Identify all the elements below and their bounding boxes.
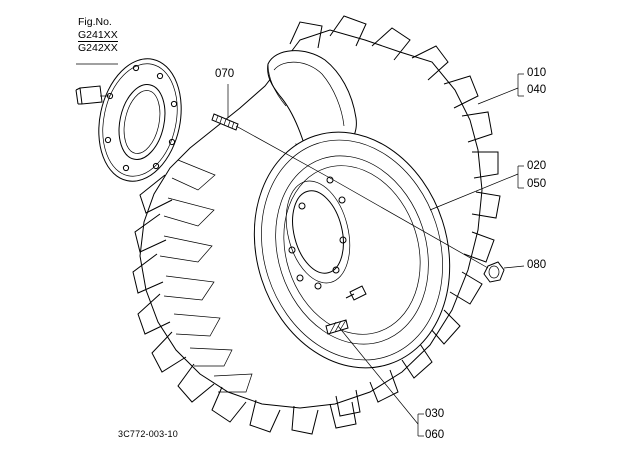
drawing-code: 3C772-003-10 <box>118 429 178 439</box>
part-label-030: 030 <box>425 408 445 420</box>
part-label-020: 020 <box>527 160 547 172</box>
part-label-050: 050 <box>527 178 547 190</box>
leader-lines <box>76 63 525 437</box>
figure-number-block: Fig.No. G241XX G242XX <box>78 16 118 55</box>
part-label-070: 070 <box>215 68 235 80</box>
part-label-060: 060 <box>425 429 445 441</box>
figure-number-2: G242XX <box>78 41 118 55</box>
part-label-040: 040 <box>527 84 547 96</box>
tire-right-tread <box>289 15 501 417</box>
part-label-010: 010 <box>527 67 547 79</box>
hub-flange <box>75 58 182 182</box>
wheel-nut <box>483 261 505 283</box>
wheel-rim <box>253 131 451 369</box>
figure-number-1: G241XX <box>78 28 118 41</box>
figure-number-title: Fig.No. <box>78 16 112 28</box>
stud-bolt <box>211 113 239 131</box>
part-label-080: 080 <box>527 259 547 271</box>
